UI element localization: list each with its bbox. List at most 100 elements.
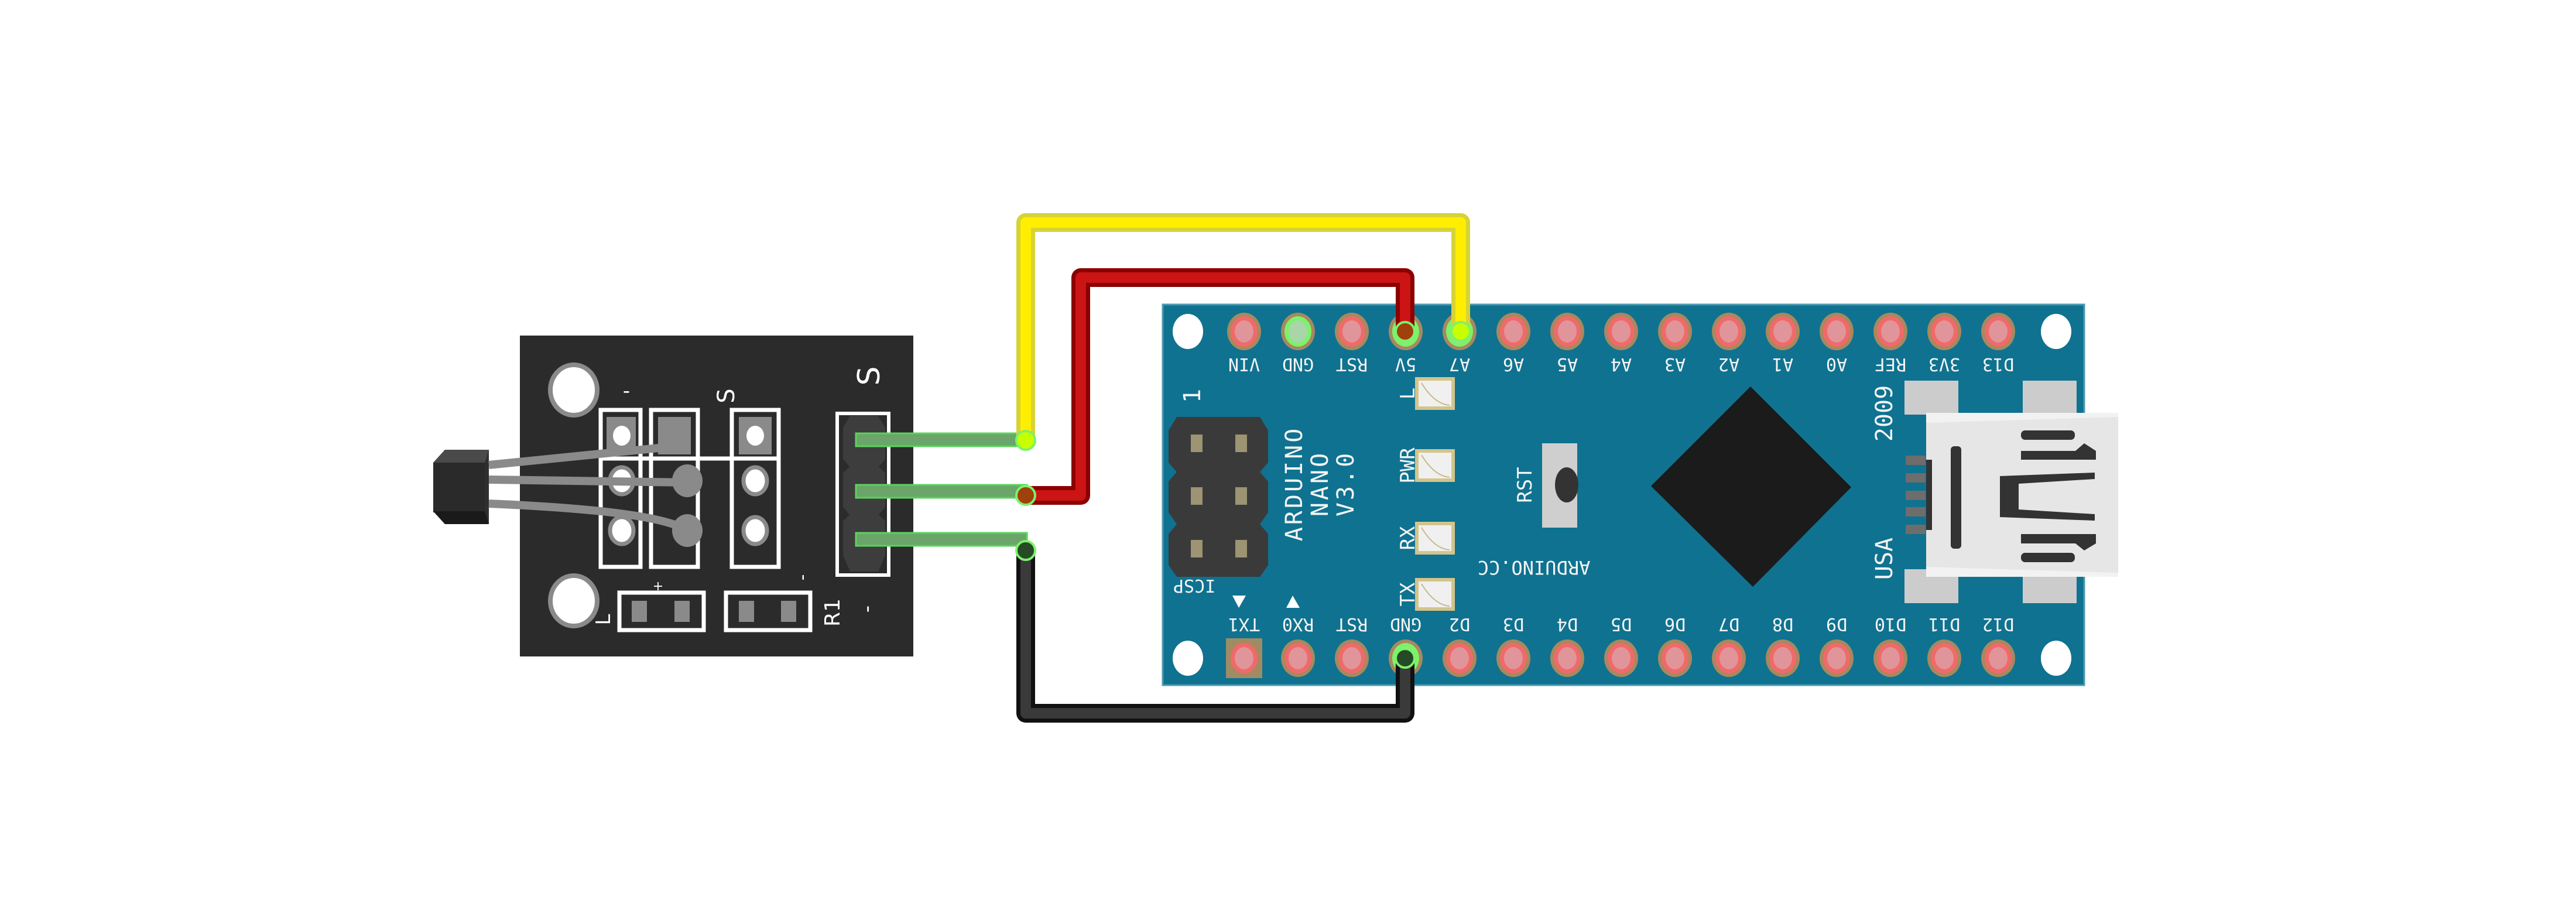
pin-label-bottom-d5: D5 (1611, 614, 1632, 634)
pin-top-vin[interactable] (1227, 313, 1261, 350)
usb-mini-connector[interactable] (1904, 381, 2118, 603)
pin-top-a6[interactable] (1496, 313, 1530, 350)
led-label-l: L (1396, 388, 1420, 399)
pin-bottom-rst[interactable] (1335, 639, 1369, 677)
pin-bottom-d8[interactable] (1766, 639, 1800, 677)
led-label-pwr: PWR (1396, 447, 1420, 484)
reset-button[interactable] (1542, 443, 1578, 528)
pin-top-d13[interactable] (1981, 313, 2015, 350)
mounting-hole-icon (2041, 314, 2071, 349)
pin-bottom-d10[interactable] (1873, 639, 1907, 677)
pin-top-a0[interactable] (1820, 313, 1854, 350)
pin-label-bottom-d4: D4 (1557, 614, 1578, 634)
wire-endpoint-icon[interactable] (1015, 430, 1036, 451)
version-label: V3.0 (1332, 451, 1359, 517)
pin-bottom-d12[interactable] (1981, 639, 2015, 677)
sensor-pin-s[interactable] (855, 432, 1028, 447)
hall-sensor-icon (433, 441, 688, 534)
mounting-hole-icon (548, 362, 600, 418)
icsp-label: ICSP (1173, 575, 1215, 596)
pin-top-gnd[interactable] (1281, 313, 1315, 350)
pin-label-top-a7: A7 (1449, 354, 1470, 374)
wire-power-red[interactable] (1015, 268, 1416, 506)
pin-top-a5[interactable] (1550, 313, 1584, 350)
pin-label-bottom-d8: D8 (1772, 614, 1793, 634)
pin-label-top-gnd: GND (1282, 354, 1314, 374)
reset-button-icon[interactable] (1555, 467, 1578, 502)
wire-endpoint-icon[interactable] (1395, 648, 1416, 669)
pin-top-a3[interactable] (1658, 313, 1692, 350)
pin-label-bottom-d11: D11 (1928, 614, 1960, 634)
pin-label-bottom-d12: D12 (1982, 614, 2014, 634)
wire-endpoint-icon[interactable] (1015, 540, 1036, 561)
pin-bottom-d6[interactable] (1658, 639, 1692, 677)
wire-signal-yellow[interactable] (1015, 213, 1471, 451)
pin-top-3v3[interactable] (1927, 313, 1961, 350)
pin-label-bottom-d2: D2 (1449, 614, 1470, 634)
website-label: ARDUINO.CC (1478, 556, 1591, 579)
led-tx (1415, 578, 1455, 611)
silk-s-top: S (713, 388, 740, 403)
pin-label-top-5v: 5V (1395, 354, 1416, 374)
pin-label-bottom-d9: D9 (1826, 614, 1847, 634)
pin-top-a4[interactable] (1604, 313, 1638, 350)
pin-label-top-a0: A0 (1826, 354, 1847, 374)
year-label: 2009 (1871, 385, 1898, 442)
sensor-pad-columns (598, 408, 781, 569)
pin-top-ref[interactable] (1873, 313, 1907, 350)
sensor-pin-minus[interactable] (855, 532, 1028, 547)
pin-bottom-d3[interactable] (1496, 639, 1530, 677)
pin-label-bottom-gnd: GND (1390, 614, 1421, 634)
pin-top-a2[interactable] (1712, 313, 1746, 350)
silk-minus-top: - (623, 381, 630, 405)
led-label-tx: TX (1396, 582, 1420, 606)
resistor-footprint (724, 590, 813, 632)
led-rx (1415, 522, 1455, 555)
pin-top-rst[interactable] (1335, 313, 1369, 350)
mounting-hole-icon (1173, 641, 1203, 676)
pin-top-a1[interactable] (1766, 313, 1800, 350)
pin-bottom-d9[interactable] (1820, 639, 1854, 677)
rx-arrow-icon (1286, 596, 1300, 608)
reset-label: RST (1513, 467, 1537, 502)
led-l (1415, 377, 1455, 410)
pin-bottom-d2[interactable] (1443, 639, 1477, 677)
header-label-s: S (852, 366, 887, 385)
tx-arrow-icon (1232, 596, 1246, 608)
pin-bottom-d5[interactable] (1604, 639, 1638, 677)
silk-plus: + (653, 579, 663, 594)
pin-bottom-d7[interactable] (1712, 639, 1746, 677)
microcontroller-chip (1651, 386, 1851, 587)
wire-endpoint-icon[interactable] (1395, 321, 1416, 342)
pin-label-top-d13: D13 (1982, 354, 2014, 374)
pin-label-top-a1: A1 (1772, 354, 1793, 374)
pin-bottom-tx1[interactable] (1226, 638, 1262, 678)
brand-label: ARDUINO (1281, 426, 1308, 542)
pin-label-bottom-rx0: RX0 (1282, 614, 1314, 634)
pin-label-top-rst: RST (1336, 354, 1368, 374)
country-label: USA (1871, 538, 1898, 580)
pin-label-top-vin: VIN (1228, 354, 1260, 374)
pin-label-top-a2: A2 (1718, 354, 1739, 374)
hall-sensor-module[interactable]: - S S (433, 336, 1028, 656)
silk-minus-bottom: - (855, 606, 879, 613)
icsp-pin1-label: 1 (1179, 389, 1206, 403)
pin-label-top-a3: A3 (1664, 354, 1686, 374)
pin-bottom-rx0[interactable] (1281, 639, 1315, 677)
pin-label-bottom-rst: RST (1336, 614, 1368, 634)
pin-bottom-d4[interactable] (1550, 639, 1584, 677)
pin-label-top-3v3: 3V3 (1928, 354, 1960, 374)
wire-endpoint-icon[interactable] (1450, 321, 1471, 342)
pin-label-bottom-d3: D3 (1503, 614, 1524, 634)
pin-label-top-a5: A5 (1557, 354, 1578, 374)
sensor-pin-plus[interactable] (855, 484, 1028, 499)
pin-bottom-d11[interactable] (1927, 639, 1961, 677)
wire-endpoint-icon[interactable] (1015, 485, 1036, 506)
model-label: NANO (1307, 451, 1334, 517)
led-label-rx: RX (1396, 526, 1420, 550)
wire-ground-black[interactable] (1015, 540, 1416, 723)
